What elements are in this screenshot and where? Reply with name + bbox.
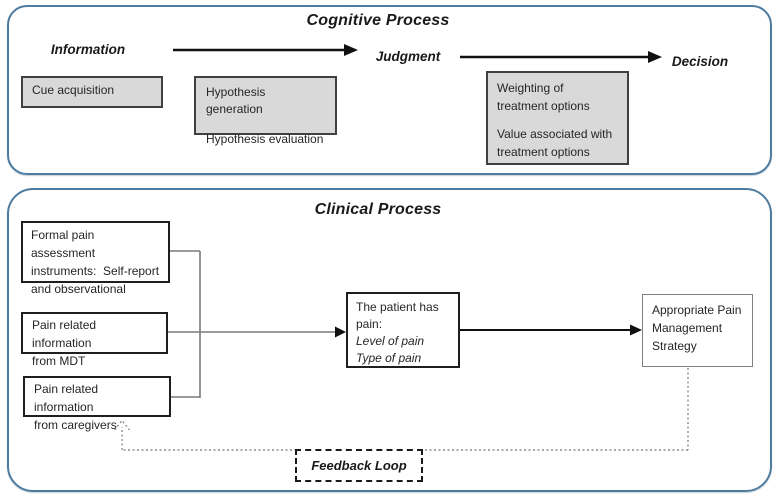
stage-label-judgment: Judgment [375,49,441,64]
box-text-line: from caregivers [34,418,117,432]
box-text-line: treatment options [497,145,590,159]
stage-label-decision: Decision [671,54,729,69]
box-text-line: Management [652,321,723,335]
box-formal-assessment: Formal pain assessment instruments: Self… [21,221,170,296]
box-pain-management-strategy: Appropriate Pain Management Strategy [642,294,753,367]
box-text-line: Value associated with [497,127,613,141]
box-text-line-italic: Type of pain [356,351,422,365]
cognitive-panel [7,5,772,175]
box-pain-info-mdt: Pain related information from MDT [21,312,168,368]
box-weighting: Weighting of treatment options Value ass… [486,71,629,165]
box-text-line: Formal pain assessment [31,228,98,260]
box-pain-info-caregivers: Pain related information from caregivers [23,376,171,432]
box-text-line: Hypothesis generation [206,85,269,116]
stage-label-information: Information [50,42,126,57]
box-text-line: Pain related information [32,318,100,350]
box-text-line: treatment options [497,99,590,113]
cognitive-process-title: Cognitive Process [306,12,450,29]
box-text-line: The patient has [356,300,439,314]
box-hypothesis: Hypothesis generation Hypothesis evaluat… [194,76,337,146]
box-text-line: Strategy [652,339,697,353]
box-text-line: and observational [31,282,126,296]
feedback-loop-box: Feedback Loop [295,449,423,482]
box-text-line: Appropriate Pain [652,303,742,317]
box-text-line: Cue acquisition [32,83,115,97]
box-text-line-italic: Level of pain [356,334,425,348]
box-text-line: from MDT [32,354,86,368]
box-text-line: pain: [356,317,383,331]
clinical-panel [7,188,772,492]
box-text-line: Pain related information [34,382,102,414]
box-text-line: Weighting of [497,81,564,95]
box-patient-has-pain: The patient has pain: Level of pain Type… [346,292,460,368]
box-text-line: Hypothesis evaluation [206,132,324,146]
clinical-process-title: Clinical Process [314,201,442,218]
feedback-loop-label: Feedback Loop [311,458,407,473]
box-text-line: instruments: Self-report [31,264,160,278]
box-cue-acquisition: Cue acquisition [21,76,163,108]
